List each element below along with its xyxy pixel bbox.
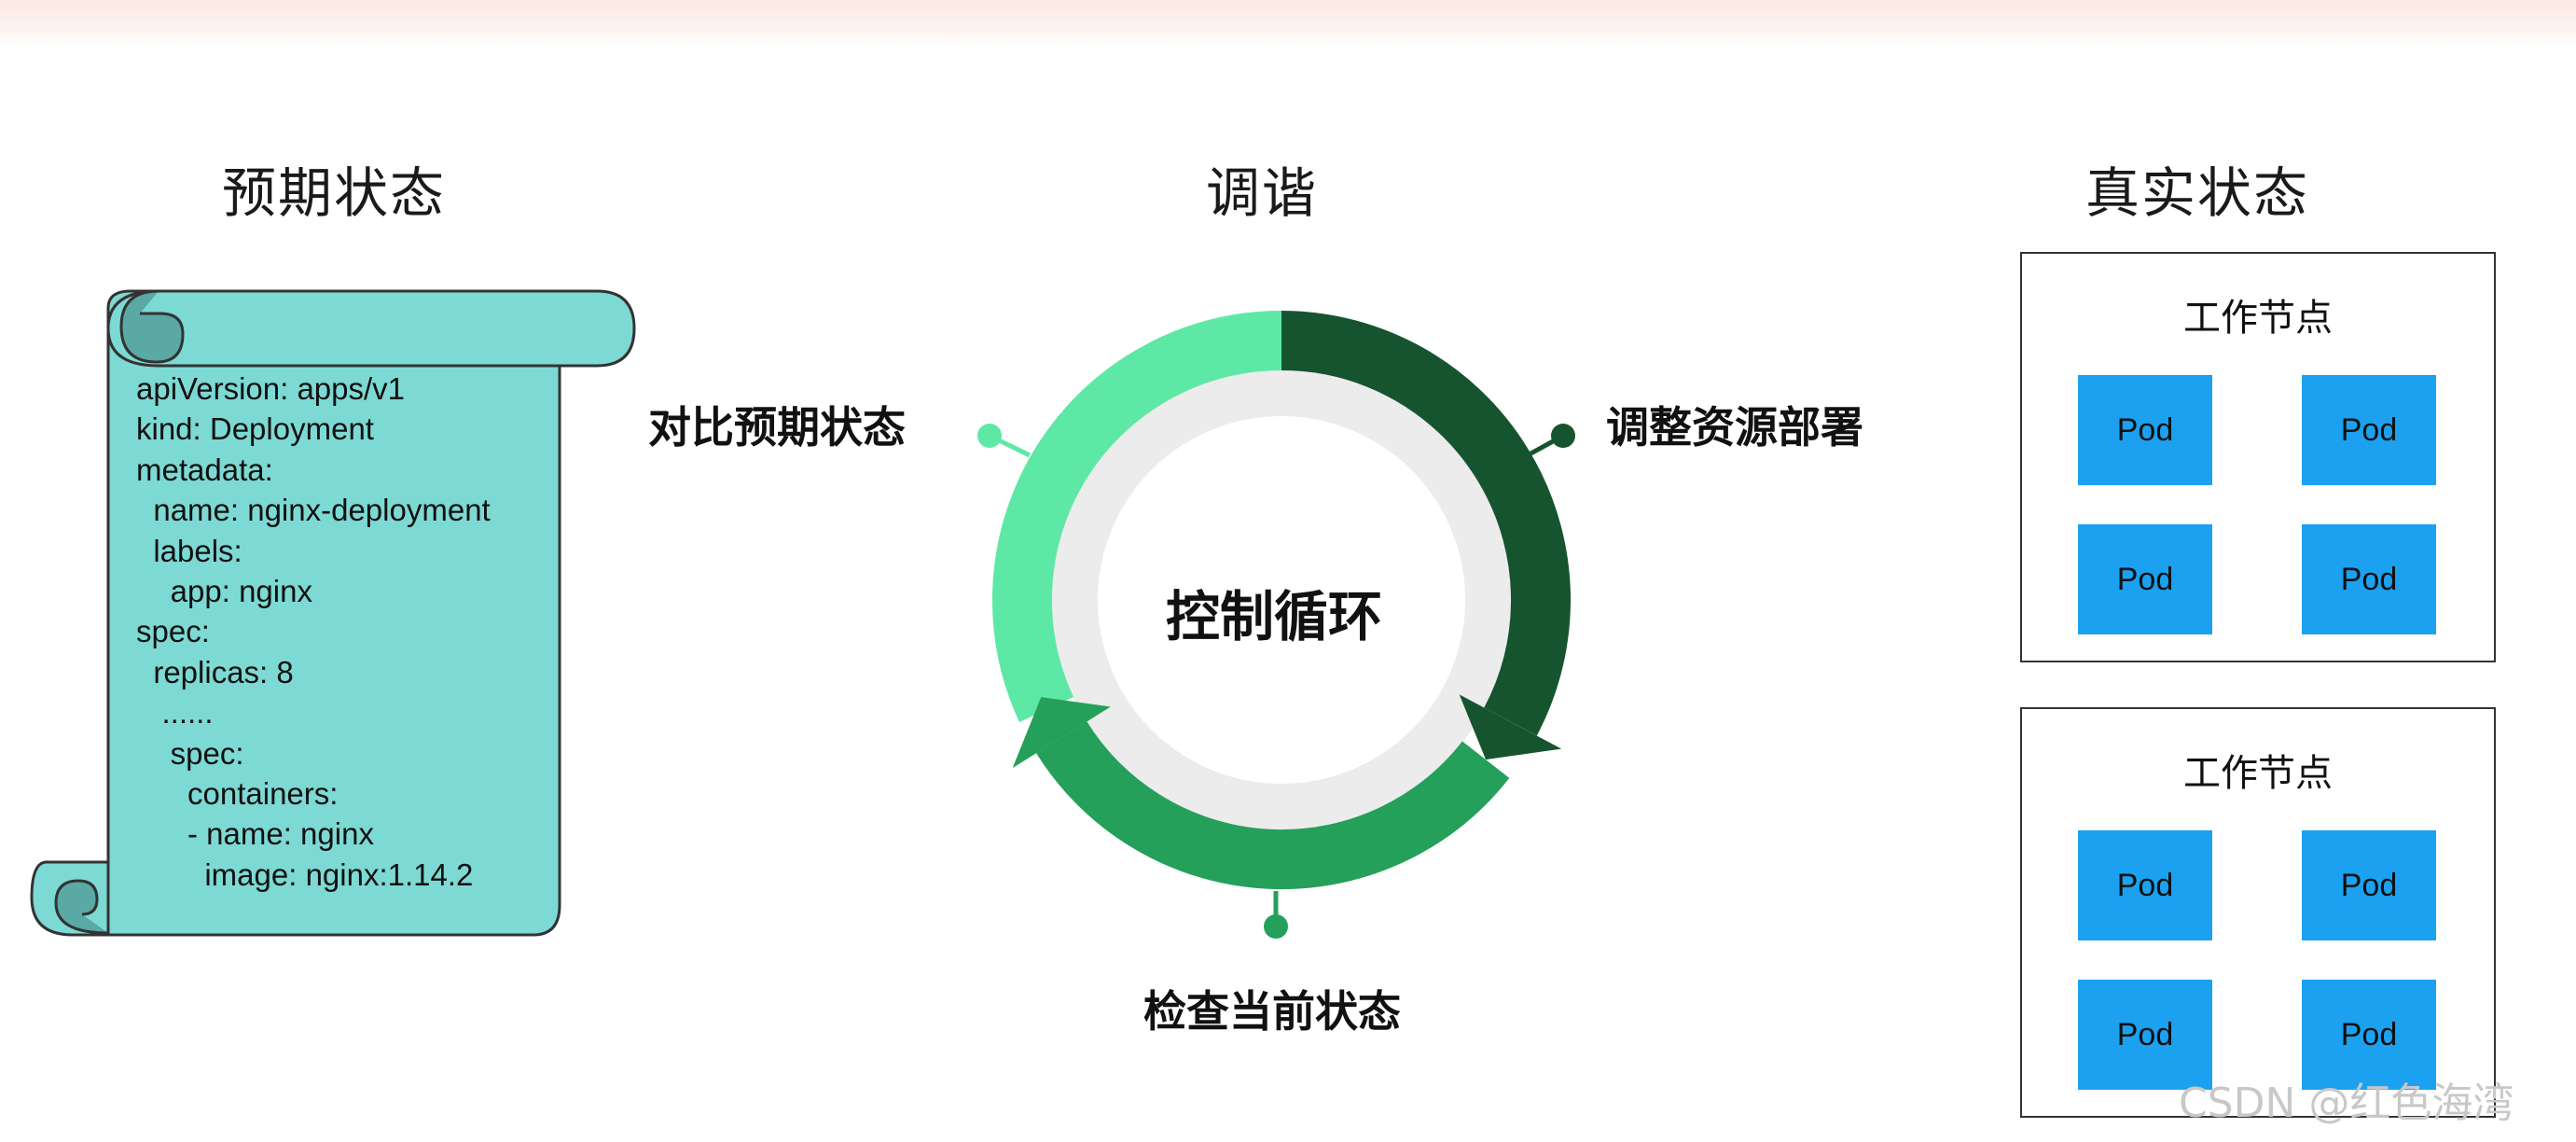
yaml-line: containers: (136, 775, 339, 811)
pod: Pod (2078, 375, 2212, 485)
loop-center-disc (1099, 417, 1464, 783)
step-adjust-label: 调整资源部署 (1606, 402, 1863, 453)
loop-arrowhead-adjust (1459, 694, 1562, 760)
dot-compare (977, 424, 1002, 448)
heading-actual-state: 真实状态 (2085, 161, 2310, 225)
control-loop-center-label: 控制循环 (1166, 585, 1383, 648)
yaml-line: kind: Deployment (136, 411, 374, 447)
heading-reconcile: 调谐 (1206, 161, 1319, 225)
heading-desired-state: 预期状态 (222, 161, 447, 225)
yaml-line: labels: (136, 533, 242, 568)
pod: Pod (2078, 830, 2212, 940)
top-band (0, 0, 2576, 49)
step-compare-label: 对比预期状态 (648, 402, 906, 453)
dot-check (1264, 914, 1288, 939)
yaml-line: name: nginx-deployment (136, 493, 491, 528)
loop-connectors (977, 424, 1575, 939)
worker-node: 工作节点 Pod Pod Pod Pod (2020, 252, 2496, 662)
yaml-line: app: nginx (136, 573, 312, 608)
pod: Pod (2078, 980, 2212, 1090)
loop-arrowhead-check (1012, 697, 1111, 769)
yaml-line: apiVersion: apps/v1 (136, 371, 406, 406)
yaml-line: spec: (136, 735, 244, 771)
worker-node: 工作节点 Pod Pod Pod Pod (2020, 707, 2496, 1118)
yaml-line: - name: nginx (136, 816, 374, 852)
scroll-body (71, 289, 561, 937)
loop-arc-check (1036, 721, 1510, 890)
loop-inner-ring (1051, 369, 1512, 830)
yaml-line: metadata: (136, 452, 273, 487)
pod: Pod (2302, 980, 2436, 1090)
scroll-top-roll (106, 289, 636, 368)
worker-node-title: 工作节点 (2183, 752, 2333, 795)
scroll-bottom-curl (54, 879, 109, 935)
yaml-line: spec: (136, 614, 210, 649)
scroll-top-curl (119, 289, 185, 364)
dot-adjust (1551, 424, 1575, 448)
pod: Pod (2302, 830, 2436, 940)
pod: Pod (2302, 375, 2436, 485)
yaml-manifest: apiVersion: apps/v1 kind: Deployment metad… (136, 369, 491, 895)
loop-arc-adjust (1281, 311, 1572, 736)
step-check-label: 检查当前状态 (1143, 986, 1401, 1037)
yaml-line: replicas: 8 (136, 654, 294, 689)
yaml-line: image: nginx:1.14.2 (136, 856, 474, 892)
worker-node-title: 工作节点 (2183, 297, 2333, 340)
pod: Pod (2078, 524, 2212, 634)
pod: Pod (2302, 524, 2436, 634)
yaml-line: ...... (136, 695, 214, 731)
watermark: CSDN @红色海湾 (2179, 1079, 2514, 1127)
loop-arc-compare (991, 311, 1282, 722)
